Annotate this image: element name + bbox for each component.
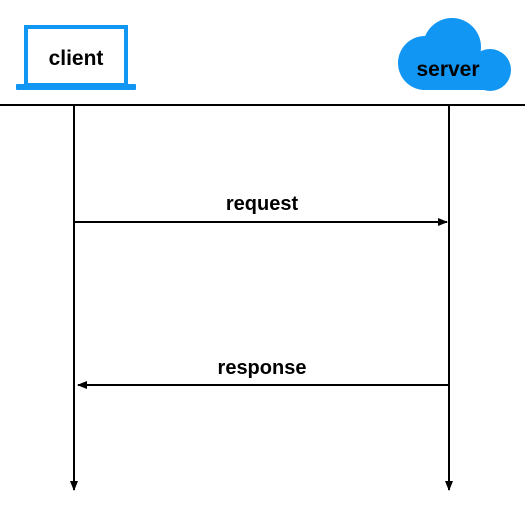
response-label: response [218, 357, 307, 379]
cloud-icon [398, 18, 511, 91]
request-label: request [226, 193, 299, 215]
laptop-icon [16, 25, 136, 90]
server-label: server [416, 58, 479, 81]
client-label: client [49, 47, 104, 70]
